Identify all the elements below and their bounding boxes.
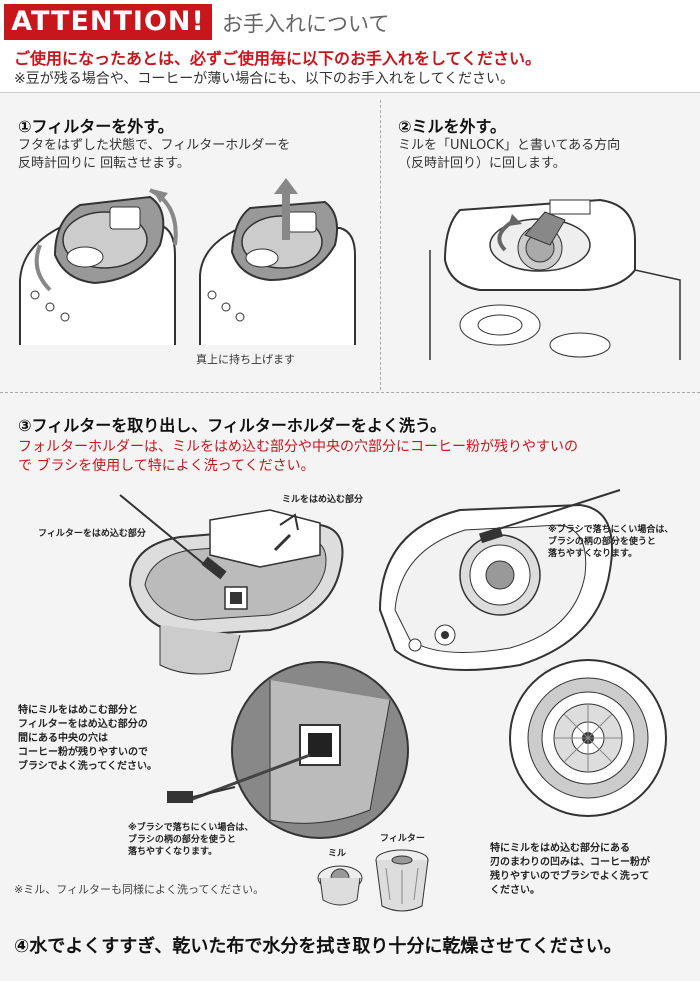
filter-icon bbox=[375, 849, 429, 912]
brush-icon bbox=[167, 786, 236, 803]
label-same-wash: ※ミル、フィルターも同様によく洗ってください。 bbox=[14, 883, 265, 896]
label-center-hole: 特にミルをはめこむ部分と フィルターをはめ込む部分の 間にある中央の穴は コーヒ… bbox=[18, 705, 157, 772]
divider-horizontal bbox=[0, 392, 700, 393]
label-mill: ミル bbox=[328, 849, 347, 859]
label-filter-fit: フィルターをはめ込む部分 bbox=[38, 529, 146, 539]
step1-caption: 真上に持ち上げます bbox=[196, 353, 295, 366]
step2-illustration-mill bbox=[429, 198, 681, 360]
label-brush-left: ※ブラシで落ちにくい場合は、 ブラシの柄の部分を使うと 落ちやすくなります。 bbox=[128, 823, 254, 857]
step3-title: ③フィルターを取り出し、フィルターホルダーをよく洗う。 bbox=[18, 416, 446, 435]
magnified-mill-blade bbox=[509, 659, 667, 817]
step2-body-line1: ミルを「UNLOCK」と書いてある方向 bbox=[398, 138, 621, 153]
magnified-center-hole bbox=[189, 661, 409, 839]
step1-illustration-lift bbox=[199, 178, 356, 345]
step4-title: ④水でよくすすぎ、乾いた布で水分を拭き取り十分に乾燥させてください。 bbox=[14, 936, 622, 957]
attention-badge: ATTENTION! bbox=[4, 4, 212, 40]
divider-vertical bbox=[380, 100, 381, 390]
step2-title: ②ミルを外す。 bbox=[398, 117, 506, 136]
step1-body-line1: フタをはずした状態で、フィルターホルダーを bbox=[18, 138, 291, 153]
label-mill-fit: ミルをはめ込む部分 bbox=[282, 495, 364, 505]
label-filter: フィルター bbox=[380, 834, 425, 844]
step1-illustration-rotate bbox=[19, 188, 178, 345]
label-brush-right: ※ブラシで落ちにくい場合は、 ブラシの柄の部分を使うと 落ちやすくなります。 bbox=[548, 525, 674, 559]
care-note: ※豆が残る場合や、コーヒーが薄い場合にも、以下のお手入れをしてください。 bbox=[14, 71, 515, 87]
page-subtitle: お手入れについて bbox=[222, 12, 390, 36]
step3-red-line2: で ブラシを使用して特によく洗ってください。 bbox=[18, 458, 315, 474]
step3-red-line1: フォルターホルダーは、ミルをはめ込む部分や中央の穴部分にコーヒー粉が残りやすいの bbox=[18, 439, 578, 455]
label-blade: 特にミルをはめ込む部分にある 刃のまわりの凹みは、コーヒー粉が 残りやすいのでブ… bbox=[490, 843, 650, 896]
step2-body-line2: （反時計回り）に回します。 bbox=[398, 156, 566, 171]
care-warning: ご使用になったあとは、必ずご使用毎に以下のお手入れをしてください。 bbox=[14, 49, 542, 68]
filter-holder-illustration bbox=[119, 494, 344, 675]
step1-title: ①フィルターを外す。 bbox=[18, 117, 174, 136]
mill-icon bbox=[317, 865, 363, 906]
step1-body-line2: 反時計回りに 回転させます。 bbox=[18, 156, 190, 171]
machine-top-illustration bbox=[378, 489, 621, 671]
